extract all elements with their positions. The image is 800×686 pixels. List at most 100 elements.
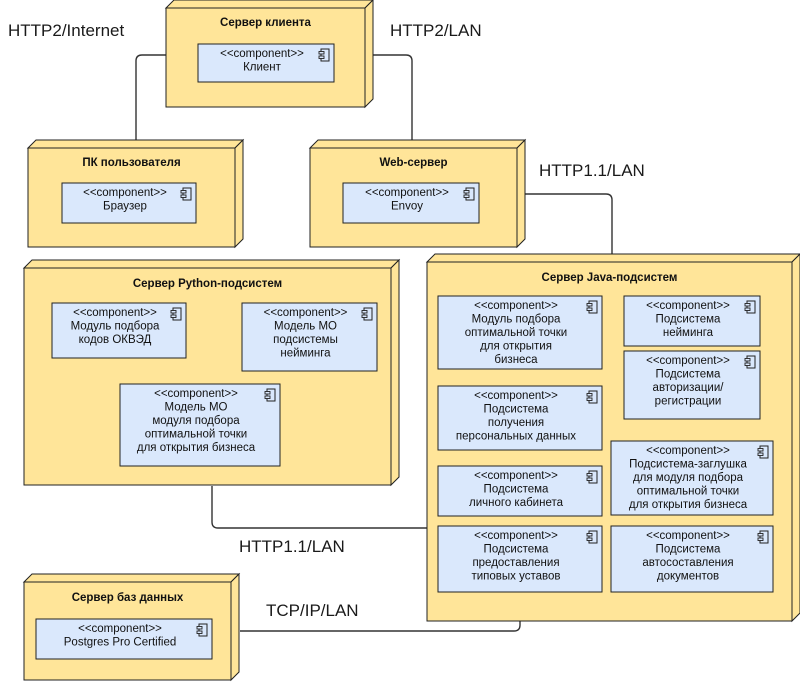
component-box-frame — [437, 525, 603, 593]
component-icon — [586, 390, 598, 404]
component-name-line: Postgres Pro Certified — [64, 637, 177, 649]
component-stereotype: <<component>> — [646, 530, 730, 542]
component-name-line: регистрации — [655, 396, 722, 408]
component-box-frame — [437, 295, 603, 370]
edge-client-to-web-server — [365, 54, 413, 142]
component-name-line: персональных данных — [456, 431, 576, 443]
component-name-line: для открытия бизнеса — [137, 442, 256, 454]
component-box-frame — [35, 618, 213, 660]
component-name-line: Модуль подбора — [472, 314, 561, 326]
edge-db-to-java — [240, 620, 521, 632]
component-name-line: предоставления — [472, 557, 559, 569]
node-web-server[interactable]: Web-сервер <<component>>Envoy — [308, 138, 527, 249]
component-icon — [744, 300, 756, 314]
component-name-line: типовых уставов — [471, 571, 560, 583]
component-name-line: оптимальной точки — [637, 486, 739, 498]
component-box[interactable]: <<component>>Подсистемаавтосоставлениядо… — [610, 525, 774, 593]
component-box-frame — [610, 440, 774, 516]
node-top-face — [425, 253, 800, 263]
node-top-face — [26, 139, 245, 149]
component-stereotype: <<component>> — [474, 300, 558, 312]
component-name-line: авторизации/ — [653, 382, 725, 394]
node-python-server[interactable]: Сервер Python-подсистем<<component>>Моду… — [22, 258, 401, 487]
connection-label-http2-lan: HTTP2/LAN — [390, 21, 482, 40]
component-icon — [196, 623, 208, 637]
node-side-face — [791, 253, 800, 623]
node-java-server[interactable]: Сервер Java-подсистем<<component>>Модуль… — [425, 253, 800, 623]
component-name-line: Подсистема-заглушка — [629, 459, 747, 471]
component-name-line: для модуля подбора — [633, 472, 744, 484]
component-name-line: оптимальной точки — [145, 429, 247, 441]
component-stereotype: <<component>> — [646, 355, 730, 367]
node-user-pc[interactable]: ПК пользователя <<component>>Браузер — [26, 138, 245, 249]
component-stereotype: <<component>> — [220, 48, 304, 60]
component-box-frame — [241, 302, 378, 372]
node-side-face — [230, 572, 240, 682]
component-name-line: для открытия бизнеса — [629, 499, 748, 511]
component-stereotype: <<component>> — [646, 300, 730, 312]
component-box[interactable]: <<component>> Postgres Pro Certified — [35, 618, 213, 660]
component-icon — [586, 530, 598, 544]
connection-label-http11-lan-bottom: HTTP1.1/LAN — [239, 537, 345, 556]
component-box[interactable]: <<component>> Клиент — [197, 43, 335, 83]
component-name-line: Подсистема — [484, 544, 549, 556]
node-db-server[interactable]: Сервер баз данных <<component>> Postgres P… — [22, 572, 241, 682]
component-name-line: Браузер — [103, 201, 147, 213]
connection-labels-layer: HTTP2/Internet HTTP2/LAN HTTP1.1/LAN HTT… — [8, 21, 645, 620]
component-icon — [264, 388, 276, 402]
node-title: ПК пользователя — [82, 157, 180, 169]
component-box[interactable]: <<component>>Подсистемаполученияперсонал… — [437, 385, 603, 451]
node-title: Web-сервер — [379, 157, 447, 169]
component-box[interactable]: <<component>>Подсистемаавторизации/регис… — [623, 350, 761, 420]
node-side-face — [234, 138, 244, 249]
component-name-line: нейминга — [280, 348, 331, 360]
node-title: Сервер клиента — [220, 17, 312, 29]
component-icon — [361, 307, 373, 321]
component-box-frame — [61, 182, 197, 224]
component-icon — [463, 187, 475, 201]
node-client-server[interactable]: Сервер клиента <<component>> Клиент — [164, 0, 374, 109]
component-name-line: нейминга — [663, 327, 714, 339]
node-top-face — [164, 0, 374, 9]
component-name-line: Модель МО — [274, 321, 337, 333]
node-top-face — [22, 259, 401, 269]
component-box-frame — [51, 302, 187, 359]
component-box-frame — [437, 385, 603, 451]
node-side-face — [364, 0, 374, 109]
component-name-line: бизнеса — [494, 354, 538, 366]
node-side-face — [390, 258, 400, 487]
edge-python-to-java — [211, 486, 428, 529]
component-name-line: подсистемы — [273, 334, 338, 346]
component-icon — [744, 355, 756, 369]
component-stereotype: <<component>> — [474, 530, 558, 542]
component-name-line: Подсистема — [484, 404, 549, 416]
component-icon — [318, 48, 330, 62]
connection-label-http2-internet: HTTP2/Internet — [8, 21, 124, 40]
component-icon — [757, 445, 769, 459]
node-title: Сервер баз данных — [72, 592, 184, 604]
component-stereotype: <<component>> — [78, 623, 162, 635]
component-name-line: автосоставления — [642, 557, 733, 569]
node-top-face — [308, 139, 527, 149]
component-box[interactable]: <<component>>Браузер — [61, 182, 197, 224]
connection-label-tcpip-lan: TCP/IP/LAN — [266, 601, 359, 620]
component-icon — [586, 470, 598, 484]
component-box-frame — [437, 465, 603, 517]
component-stereotype: <<component>> — [264, 307, 348, 319]
component-name-line: личного кабинета — [469, 497, 564, 509]
component-icon — [757, 530, 769, 544]
component-name-line: Клиент — [243, 62, 282, 74]
node-top-face — [22, 573, 241, 583]
component-box-frame — [610, 525, 774, 593]
component-stereotype: <<component>> — [474, 390, 558, 402]
component-box[interactable]: <<component>>Envoy — [342, 182, 480, 224]
